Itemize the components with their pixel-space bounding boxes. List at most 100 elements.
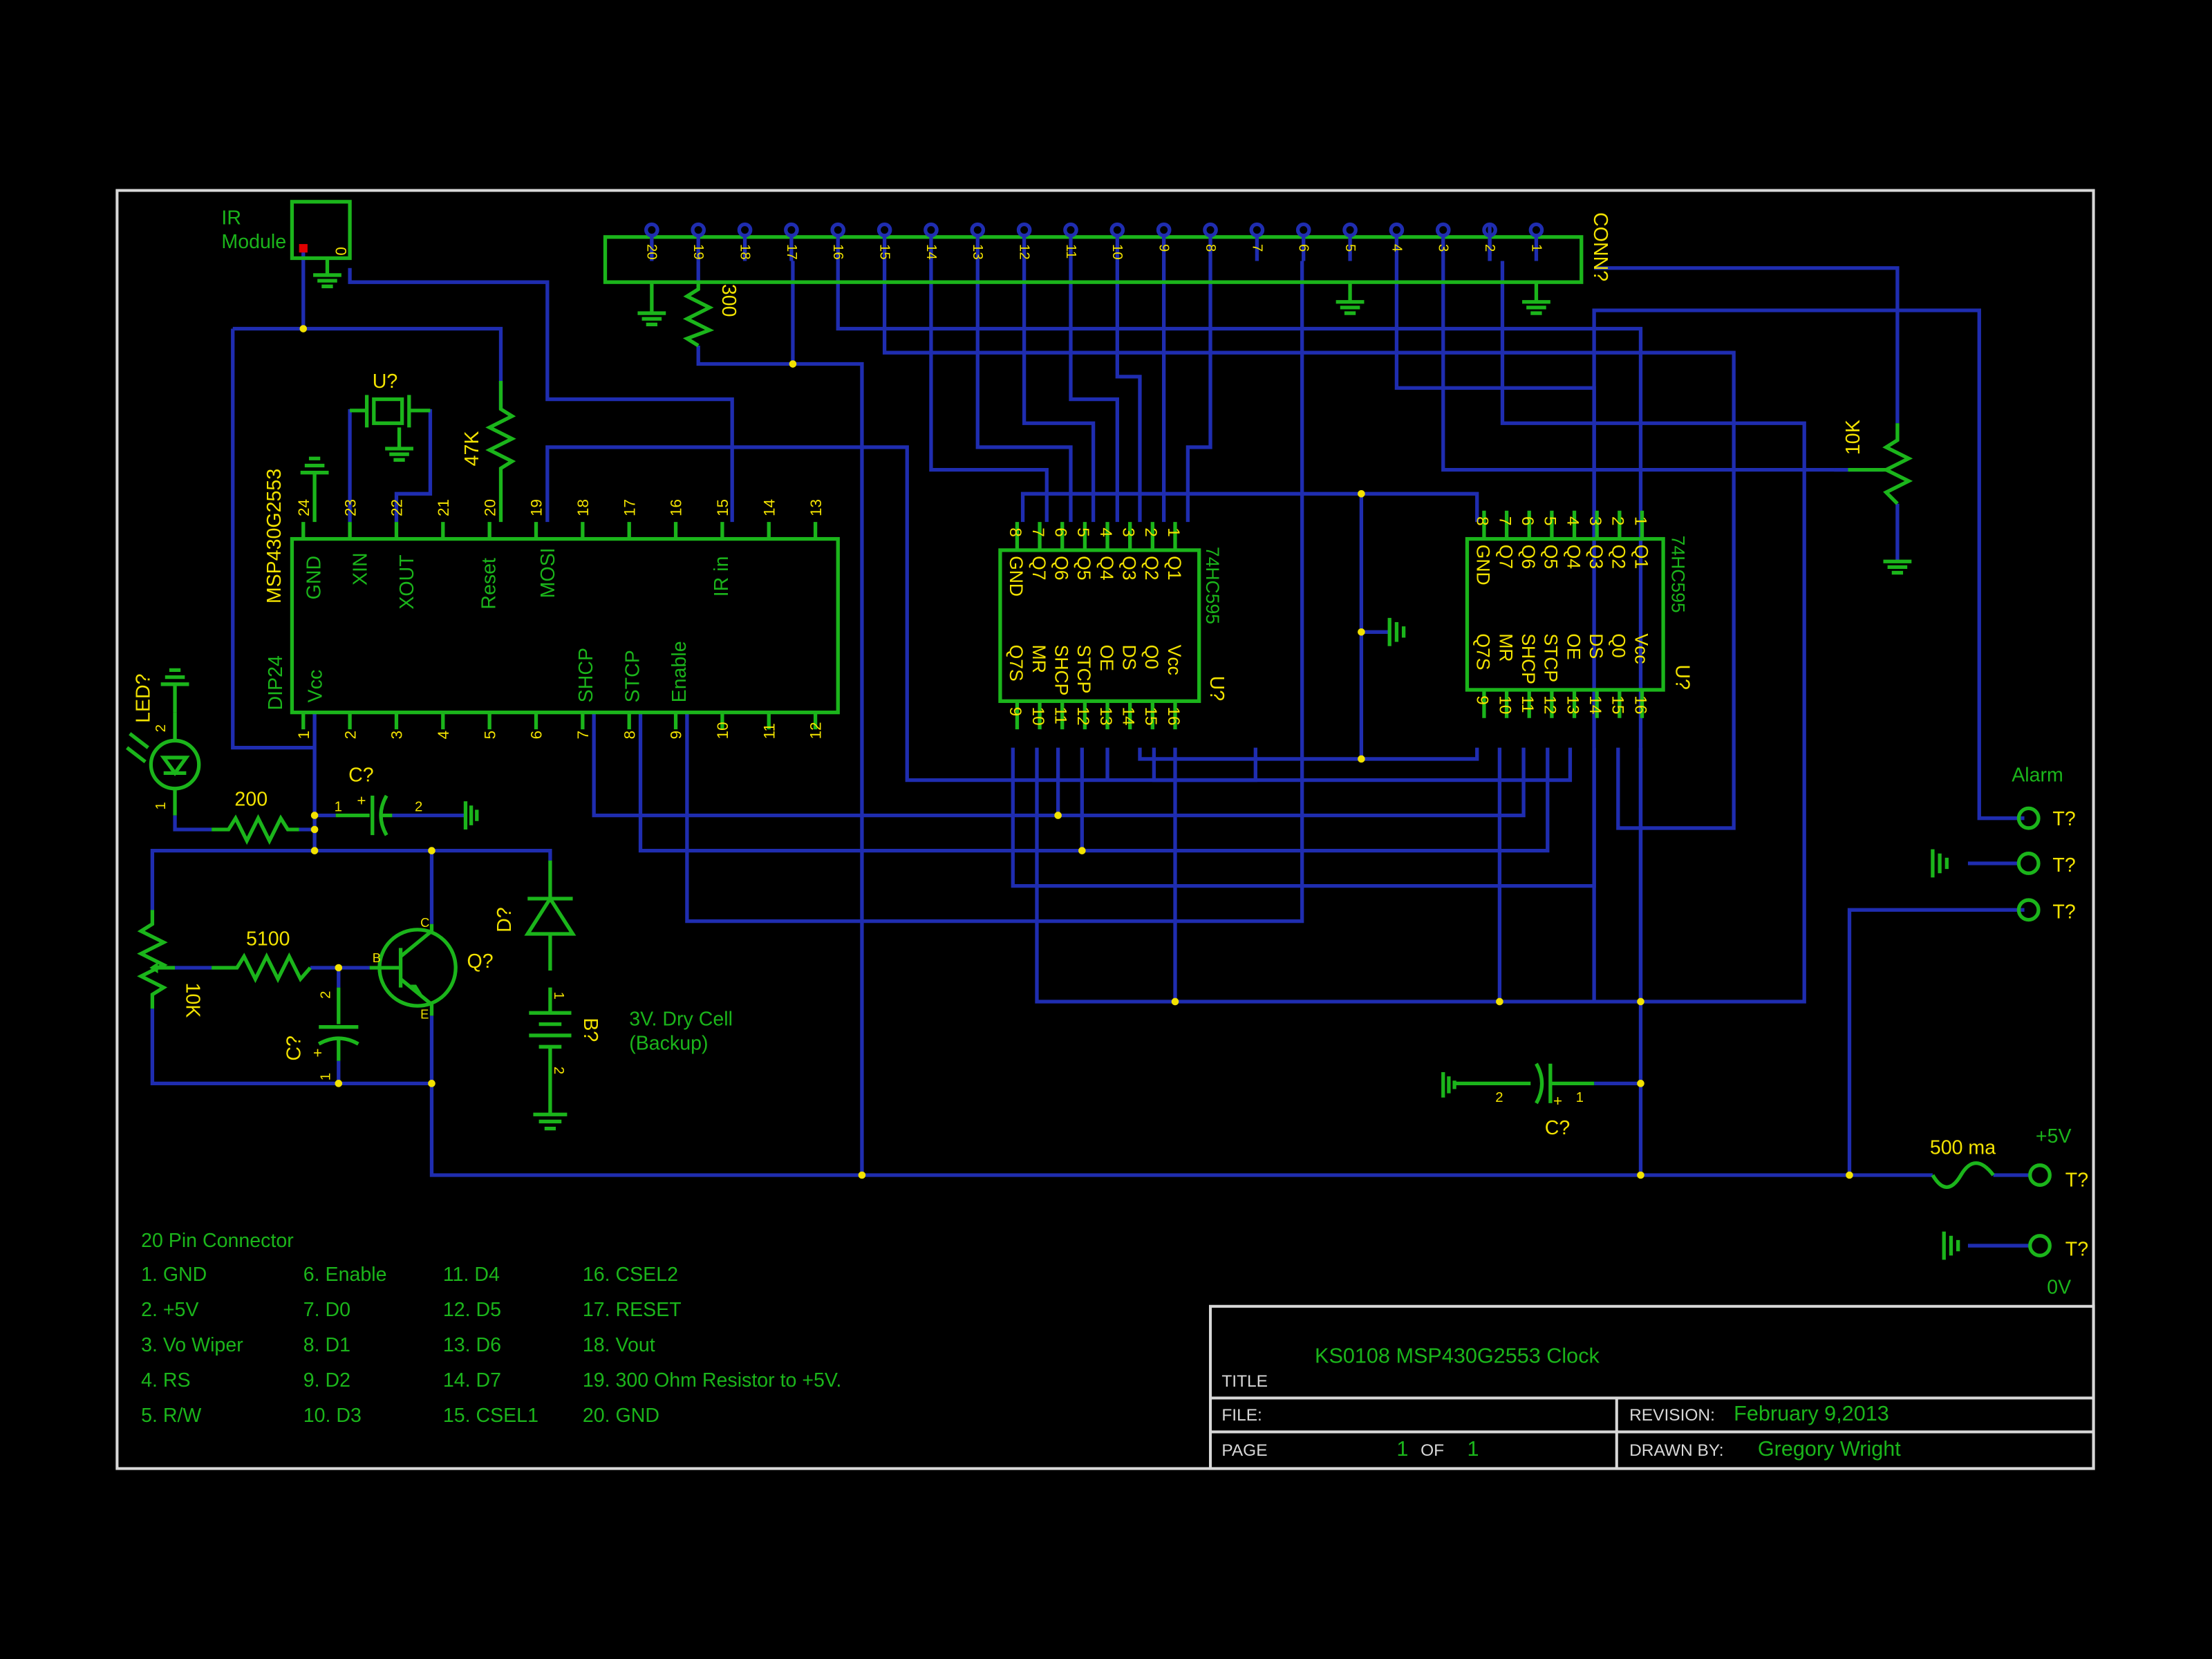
mcu-pin-number: 15 bbox=[714, 499, 731, 516]
resistor-300-label: 300 bbox=[718, 284, 740, 317]
mcu-package: DIP24 bbox=[265, 655, 287, 710]
drawing-frame bbox=[115, 189, 2095, 1470]
sr-pin-number: 11 bbox=[1518, 695, 1537, 713]
led-pin2: 2 bbox=[153, 724, 169, 732]
mcu-pin-number: 17 bbox=[621, 499, 638, 516]
legend-item: 4. RS bbox=[141, 1369, 190, 1391]
of-label: OF bbox=[1421, 1441, 1444, 1460]
legend-item: 16. CSEL2 bbox=[583, 1264, 678, 1286]
sr-pin-number: 1 bbox=[1164, 527, 1183, 537]
connector-pin-circle bbox=[1435, 222, 1451, 238]
transistor-pin-b: B bbox=[373, 950, 381, 965]
mcu-pin-number: 10 bbox=[714, 722, 731, 739]
mcu-pin-number: 21 bbox=[435, 499, 452, 516]
legend-item: 11. D4 bbox=[443, 1264, 500, 1286]
junction-dots bbox=[299, 325, 1853, 1179]
legend-item: 6. Enable bbox=[303, 1264, 387, 1286]
terminal-alarm-2: T? bbox=[2052, 854, 2075, 877]
resistor-5100: 5100 bbox=[212, 928, 312, 984]
capacitor-2: C? 2 + 1 bbox=[283, 987, 359, 1080]
sr-pin-name: Q6 bbox=[1051, 556, 1072, 580]
capacitor-3-label: C? bbox=[1545, 1117, 1571, 1139]
mcu-pin-number: 7 bbox=[574, 731, 592, 739]
terminal-alarm-3: T? bbox=[2052, 901, 2075, 924]
mcu-pin-number: 12 bbox=[807, 722, 825, 739]
sr-pin-number: 5 bbox=[1074, 527, 1092, 537]
page-label: PAGE bbox=[1221, 1441, 1267, 1460]
sr-pin-name: OE bbox=[1096, 645, 1117, 671]
connector-pin-circle bbox=[1342, 222, 1358, 238]
led-pin1: 1 bbox=[153, 802, 169, 809]
ground-symbol-mid bbox=[1387, 617, 1406, 646]
connector-pin-number: 12 bbox=[1017, 244, 1032, 260]
connector-pin-number: 18 bbox=[737, 244, 752, 260]
mcu-pin-number: 3 bbox=[388, 731, 406, 739]
mcu-sig-irin: IR in bbox=[711, 556, 733, 597]
connector-pin-number: 1 bbox=[1528, 244, 1544, 252]
connector-pin-number: 20 bbox=[644, 244, 659, 260]
resistor-300: 300 bbox=[682, 282, 740, 348]
mcu-pin-number: 18 bbox=[574, 499, 592, 516]
sr-pin-number: 5 bbox=[1541, 516, 1559, 526]
resistor-200-label: 200 bbox=[234, 788, 268, 810]
capacitor-2-pin1: 1 bbox=[319, 1073, 334, 1080]
sr-pin-number: 14 bbox=[1586, 695, 1604, 714]
sr-pin-name: Q1 bbox=[1164, 556, 1185, 580]
legend-item: 20. GND bbox=[583, 1405, 659, 1427]
legend-item: 14. D7 bbox=[443, 1369, 501, 1391]
connector-pin-circle bbox=[1063, 222, 1078, 238]
capacitor-1: C? 1 + 2 bbox=[335, 765, 479, 836]
connector-pin-number: 14 bbox=[924, 244, 939, 260]
transistor-label: Q? bbox=[467, 950, 494, 973]
sr-pin-name: Q6 bbox=[1518, 545, 1539, 569]
sr-pin-number: 6 bbox=[1518, 516, 1537, 526]
pages-value: 1 bbox=[1467, 1437, 1479, 1461]
sr-pin-number: 10 bbox=[1029, 706, 1047, 725]
connector-pin-circle bbox=[644, 222, 659, 238]
mcu-sig-xout: XOUT bbox=[396, 554, 418, 609]
sr-pin-name: Q2 bbox=[1141, 556, 1162, 580]
sr-pin-number: 2 bbox=[1141, 527, 1160, 537]
battery-desc-1: 3V. Dry Cell bbox=[629, 1009, 733, 1031]
connector-pin-circle bbox=[1109, 222, 1125, 238]
connector-pin-circle bbox=[1016, 222, 1032, 238]
mcu-pin-number: 6 bbox=[528, 731, 545, 739]
ir-module-label-2: Module bbox=[221, 231, 286, 253]
legend-title: 20 Pin Connector bbox=[141, 1230, 294, 1252]
drawn-by-label: DRAWN BY: bbox=[1629, 1441, 1723, 1460]
connector-pin-number: 16 bbox=[830, 244, 845, 260]
sr-pin-number: 13 bbox=[1563, 695, 1582, 714]
connector-pin-number: 5 bbox=[1342, 244, 1358, 252]
connector-pin-number: 11 bbox=[1063, 244, 1078, 259]
sr-pin-name: Q7 bbox=[1029, 556, 1049, 580]
legend-item: 13. D6 bbox=[443, 1334, 501, 1356]
led-label: LED? bbox=[132, 673, 154, 722]
connector-pin-number: 17 bbox=[784, 244, 799, 260]
fuse-symbol bbox=[1931, 1161, 1995, 1189]
legend-item: 12. D5 bbox=[443, 1299, 501, 1321]
connector-pin-number: 19 bbox=[691, 244, 706, 260]
connector-pin-circle bbox=[784, 222, 799, 238]
sr-pin-number: 9 bbox=[1006, 706, 1024, 716]
battery-label: B? bbox=[579, 1018, 601, 1042]
capacitor-1-plus: + bbox=[357, 791, 366, 809]
sr-pin-name: Q7 bbox=[1495, 545, 1516, 569]
mcu-sig-stcp: STCP bbox=[621, 650, 644, 702]
revision-label: REVISION: bbox=[1629, 1406, 1715, 1425]
capacitor-3-plus: + bbox=[1553, 1092, 1562, 1109]
wires bbox=[150, 223, 2032, 1248]
mcu-sig-xin: XIN bbox=[350, 552, 372, 585]
mcu-sig-shcp: SHCP bbox=[575, 648, 597, 702]
ir-module: IR Module 0 bbox=[221, 200, 352, 288]
alarm-label: Alarm bbox=[2012, 765, 2063, 787]
title-value: KS0108 MSP430G2553 Clock bbox=[1315, 1344, 1600, 1367]
connector-pin-number: 13 bbox=[970, 244, 985, 260]
sr-pin-name: Q1 bbox=[1631, 545, 1651, 569]
sr-pin-number: 14 bbox=[1118, 706, 1137, 725]
sr-pin-number: 8 bbox=[1473, 516, 1492, 526]
battery-pin1: 1 bbox=[551, 992, 566, 1000]
sr-pin-name: STCP bbox=[1541, 633, 1562, 682]
sr-pin-number: 7 bbox=[1495, 516, 1514, 526]
capacitor-3: C? 2 + 1 bbox=[1441, 1062, 1595, 1139]
connector-pin-circle bbox=[924, 222, 939, 238]
